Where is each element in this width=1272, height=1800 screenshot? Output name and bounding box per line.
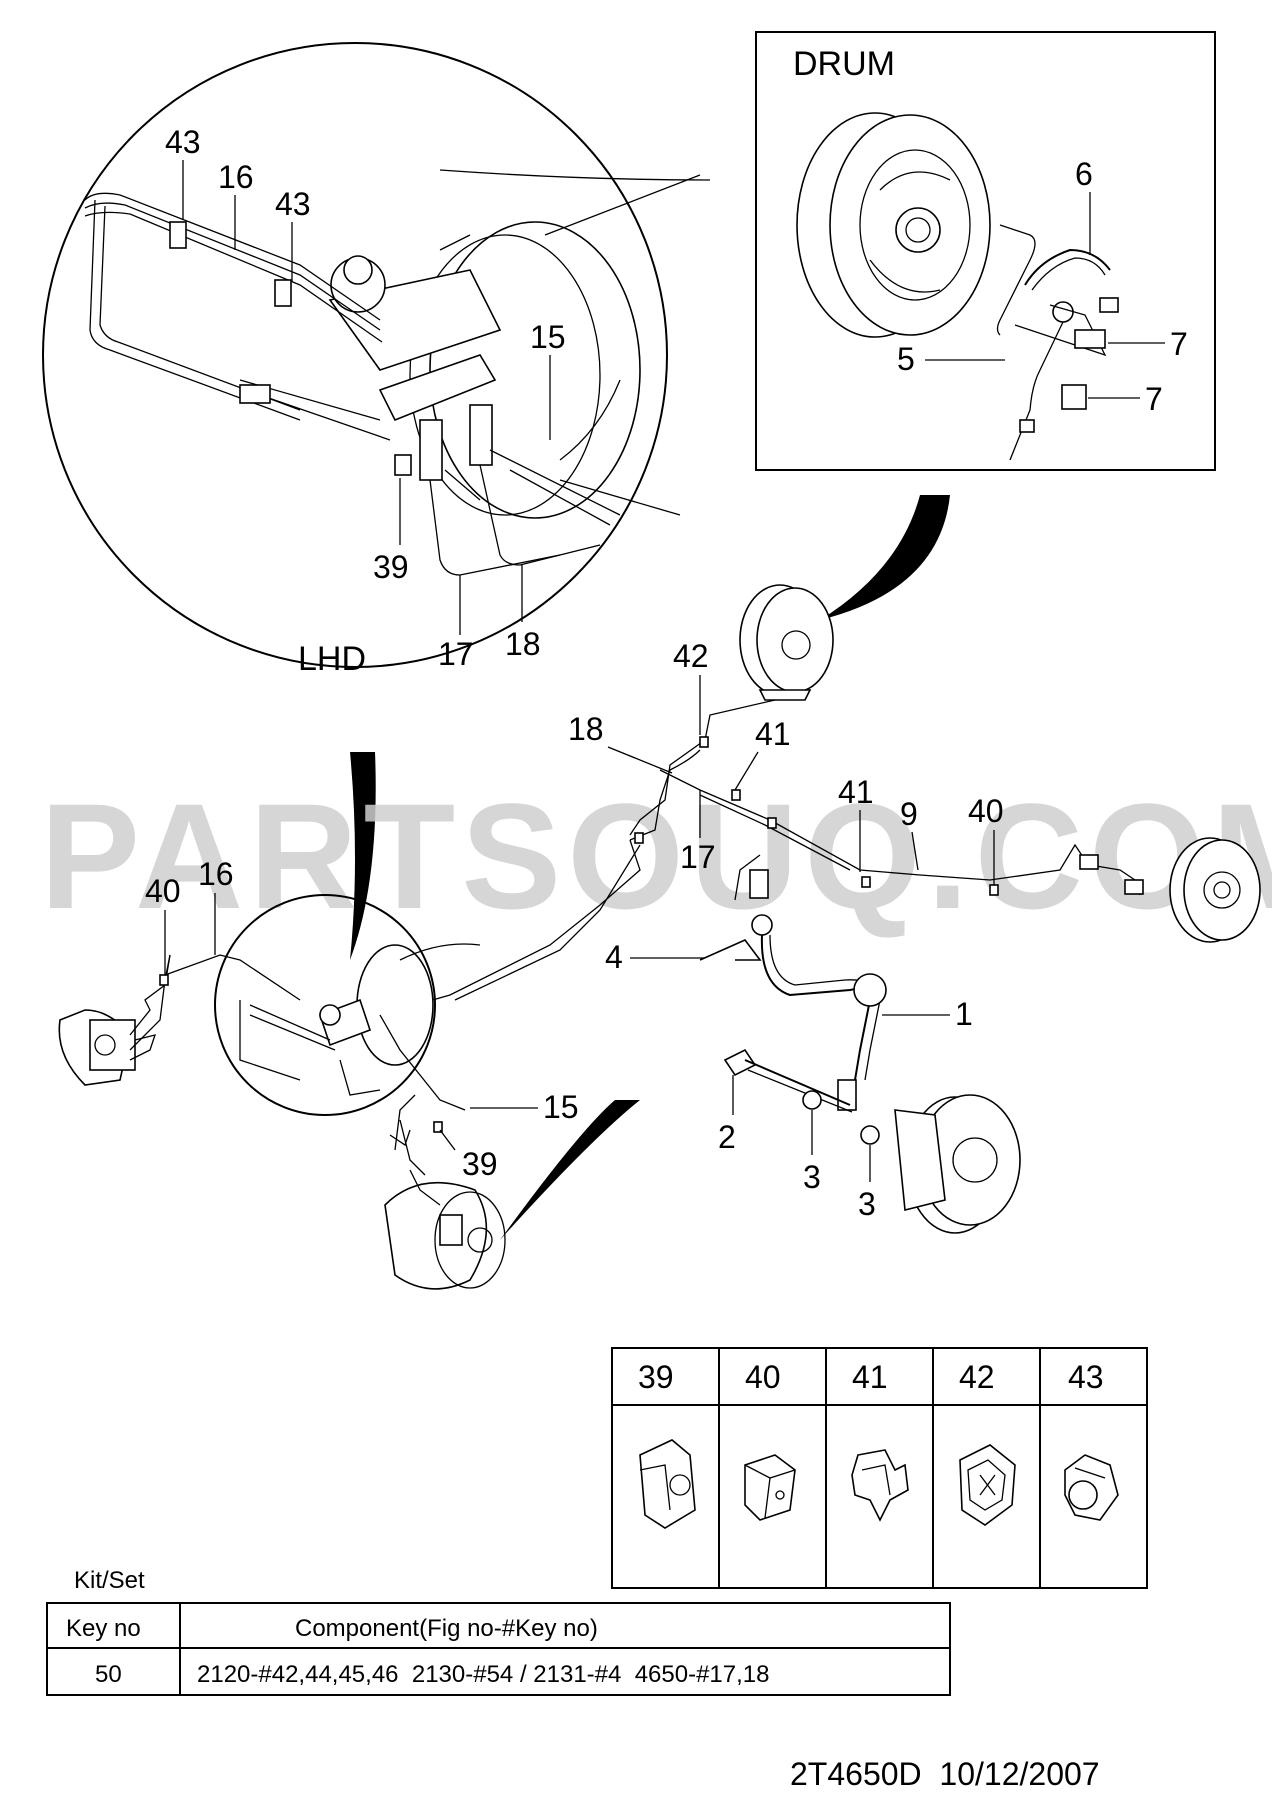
pointer-wedge-lhd: [350, 752, 376, 960]
lhd-title: LHD: [298, 640, 366, 678]
clip-header-41: 41: [852, 1359, 888, 1395]
clip-43-upper: [169, 221, 187, 249]
washer-3-lower: [860, 1125, 880, 1145]
kit-row-key: 50: [95, 1661, 122, 1688]
clip-header-43: 43: [1068, 1359, 1104, 1395]
main-callouts: 42 18 41 41 9 40 17 40 16 4 1 15 39 2 3 …: [145, 638, 1004, 1222]
callout-16-lhd: 16: [218, 159, 254, 195]
drum-inset-frame: [755, 31, 1216, 471]
callout-3-upper: 3: [803, 1159, 821, 1195]
callout-17-lhd: 17: [438, 636, 474, 672]
callout-9: 9: [900, 796, 918, 832]
kit-caption: Kit/Set: [74, 1567, 145, 1594]
clip-table: 39 40 41 42 43: [611, 1347, 1148, 1589]
clip-43-icon: [1064, 1454, 1119, 1521]
clip-41-icon: [851, 1449, 909, 1522]
main-assembly: [58, 584, 1261, 1290]
callout-2: 2: [718, 1119, 736, 1155]
callout-18-main: 18: [568, 711, 604, 747]
clip-40-icon: [744, 1454, 796, 1521]
clip-39-icon: [639, 1439, 696, 1529]
clip-header-42: 42: [959, 1359, 995, 1395]
kit-table: Kit/Set Key no Component(Fig no-#Key no)…: [46, 1567, 951, 1696]
callout-5: 5: [897, 341, 915, 377]
small-booster: [356, 944, 434, 1066]
clip-42-icon: [959, 1444, 1016, 1526]
callout-3-lower: 3: [858, 1186, 876, 1222]
bracket-4: [699, 939, 762, 961]
washer-3-upper: [802, 1090, 822, 1110]
kit-header-key: Key no: [66, 1615, 141, 1642]
drum-callouts: 6 7 5 7: [897, 156, 1188, 417]
kit-row-component: 2120-#42,44,45,46 2130-#54 / 2131-#4 465…: [197, 1661, 769, 1688]
pointer-wedge-drum: [820, 495, 950, 620]
callout-18-lhd: 18: [505, 626, 541, 662]
clip-39-lhd: [394, 454, 412, 476]
callout-40-right: 40: [968, 793, 1004, 829]
callout-39-main: 39: [462, 1146, 498, 1182]
callout-43-top: 43: [165, 124, 201, 160]
small-booster-circle: [214, 894, 436, 1116]
callout-42: 42: [673, 638, 709, 674]
drawing-id-date: 2T4650D 10/12/2007: [790, 1756, 1100, 1792]
clip-header-39: 39: [638, 1359, 674, 1395]
clip-7-upper: [1074, 329, 1106, 349]
callout-41-upper: 41: [755, 716, 791, 752]
callout-4: 4: [605, 939, 623, 975]
callout-6: 6: [1075, 156, 1093, 192]
lhd-callouts: 43 16 43 15 39 17 18 LHD: [165, 124, 566, 678]
watermark: PARTSOUQ.COM: [40, 772, 1272, 940]
drum-title: DRUM: [793, 45, 895, 83]
callout-41-lower: 41: [838, 774, 874, 810]
kit-header-component: Component(Fig no-#Key no): [295, 1615, 598, 1642]
callout-15-main: 15: [543, 1089, 579, 1125]
callout-1: 1: [955, 996, 973, 1032]
lhd-inset: [42, 42, 711, 668]
callout-16-main: 16: [198, 856, 234, 892]
callout-17-main: 17: [680, 839, 716, 875]
drum-inset: DRUM: [755, 31, 1216, 471]
callout-15-lhd: 15: [530, 319, 566, 355]
callout-7-lower: 7: [1145, 381, 1163, 417]
callout-40-left: 40: [145, 873, 181, 909]
clip-43-lower: [274, 279, 292, 307]
callout-43-mid: 43: [275, 186, 311, 222]
clip-header-40: 40: [745, 1359, 781, 1395]
callout-39-lhd: 39: [373, 549, 409, 585]
clip-7-lower: [1061, 384, 1087, 410]
callout-7-upper: 7: [1170, 326, 1188, 362]
master-cylinder: [378, 354, 497, 422]
front-right-caliper: [894, 1109, 946, 1212]
